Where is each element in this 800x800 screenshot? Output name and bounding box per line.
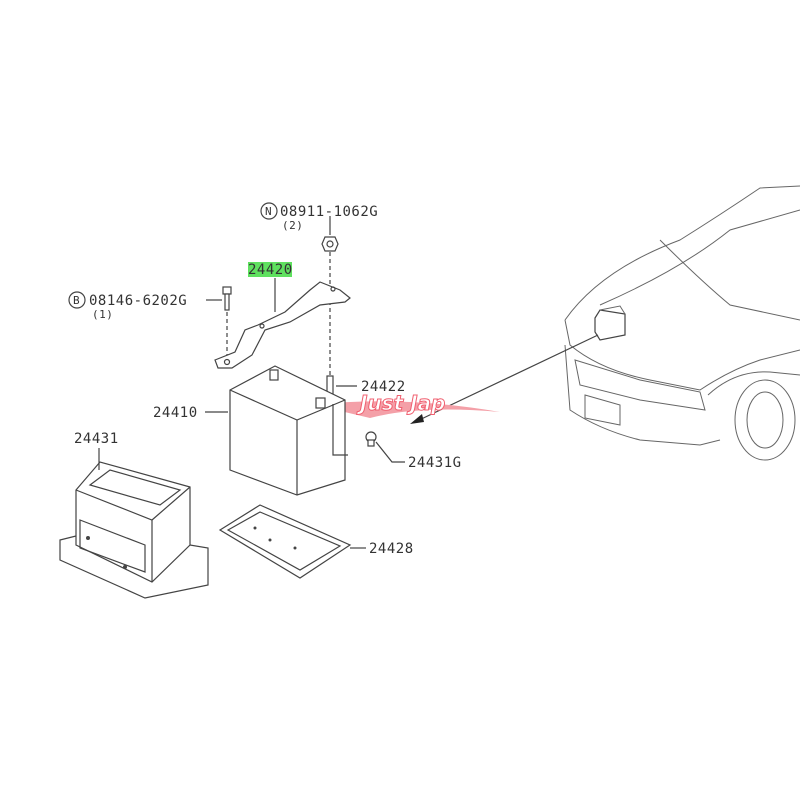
highlight-marker	[248, 262, 292, 277]
clip-part[interactable]	[365, 431, 377, 447]
battery-tray-part[interactable]	[218, 504, 352, 579]
battery-part[interactable]	[229, 365, 348, 496]
nut-part[interactable]	[321, 236, 339, 252]
bolt-qty: (1)	[92, 308, 113, 321]
watermark-logo: Just Jap	[315, 391, 500, 418]
bolt-prefix: B	[73, 294, 80, 307]
part-label-clip[interactable]: 24431G	[408, 455, 462, 471]
bolt-part[interactable]	[222, 286, 232, 311]
nut-prefix: N	[265, 205, 272, 218]
part-label-rod[interactable]: 24422	[361, 379, 406, 395]
bolt-prefix-icon	[68, 291, 86, 309]
nut-prefix-icon	[260, 202, 278, 220]
watermark-text: Just Jap	[356, 391, 445, 415]
battery-cover-part[interactable]	[59, 461, 209, 599]
car-illustration	[564, 185, 800, 461]
nut-qty: (2)	[282, 219, 303, 232]
part-label-frame[interactable]: 24420	[248, 262, 293, 278]
part-label-battery[interactable]: 24410	[153, 405, 198, 421]
part-label-cover[interactable]: 24431	[74, 431, 119, 447]
arrow-head-icon	[410, 414, 424, 424]
part-label-nut[interactable]: 08911-1062G	[280, 204, 378, 220]
battery-frame-part[interactable]	[214, 281, 351, 369]
part-label-tray[interactable]: 24428	[369, 541, 414, 557]
part-label-bolt[interactable]: 08146-6202G	[89, 293, 187, 309]
